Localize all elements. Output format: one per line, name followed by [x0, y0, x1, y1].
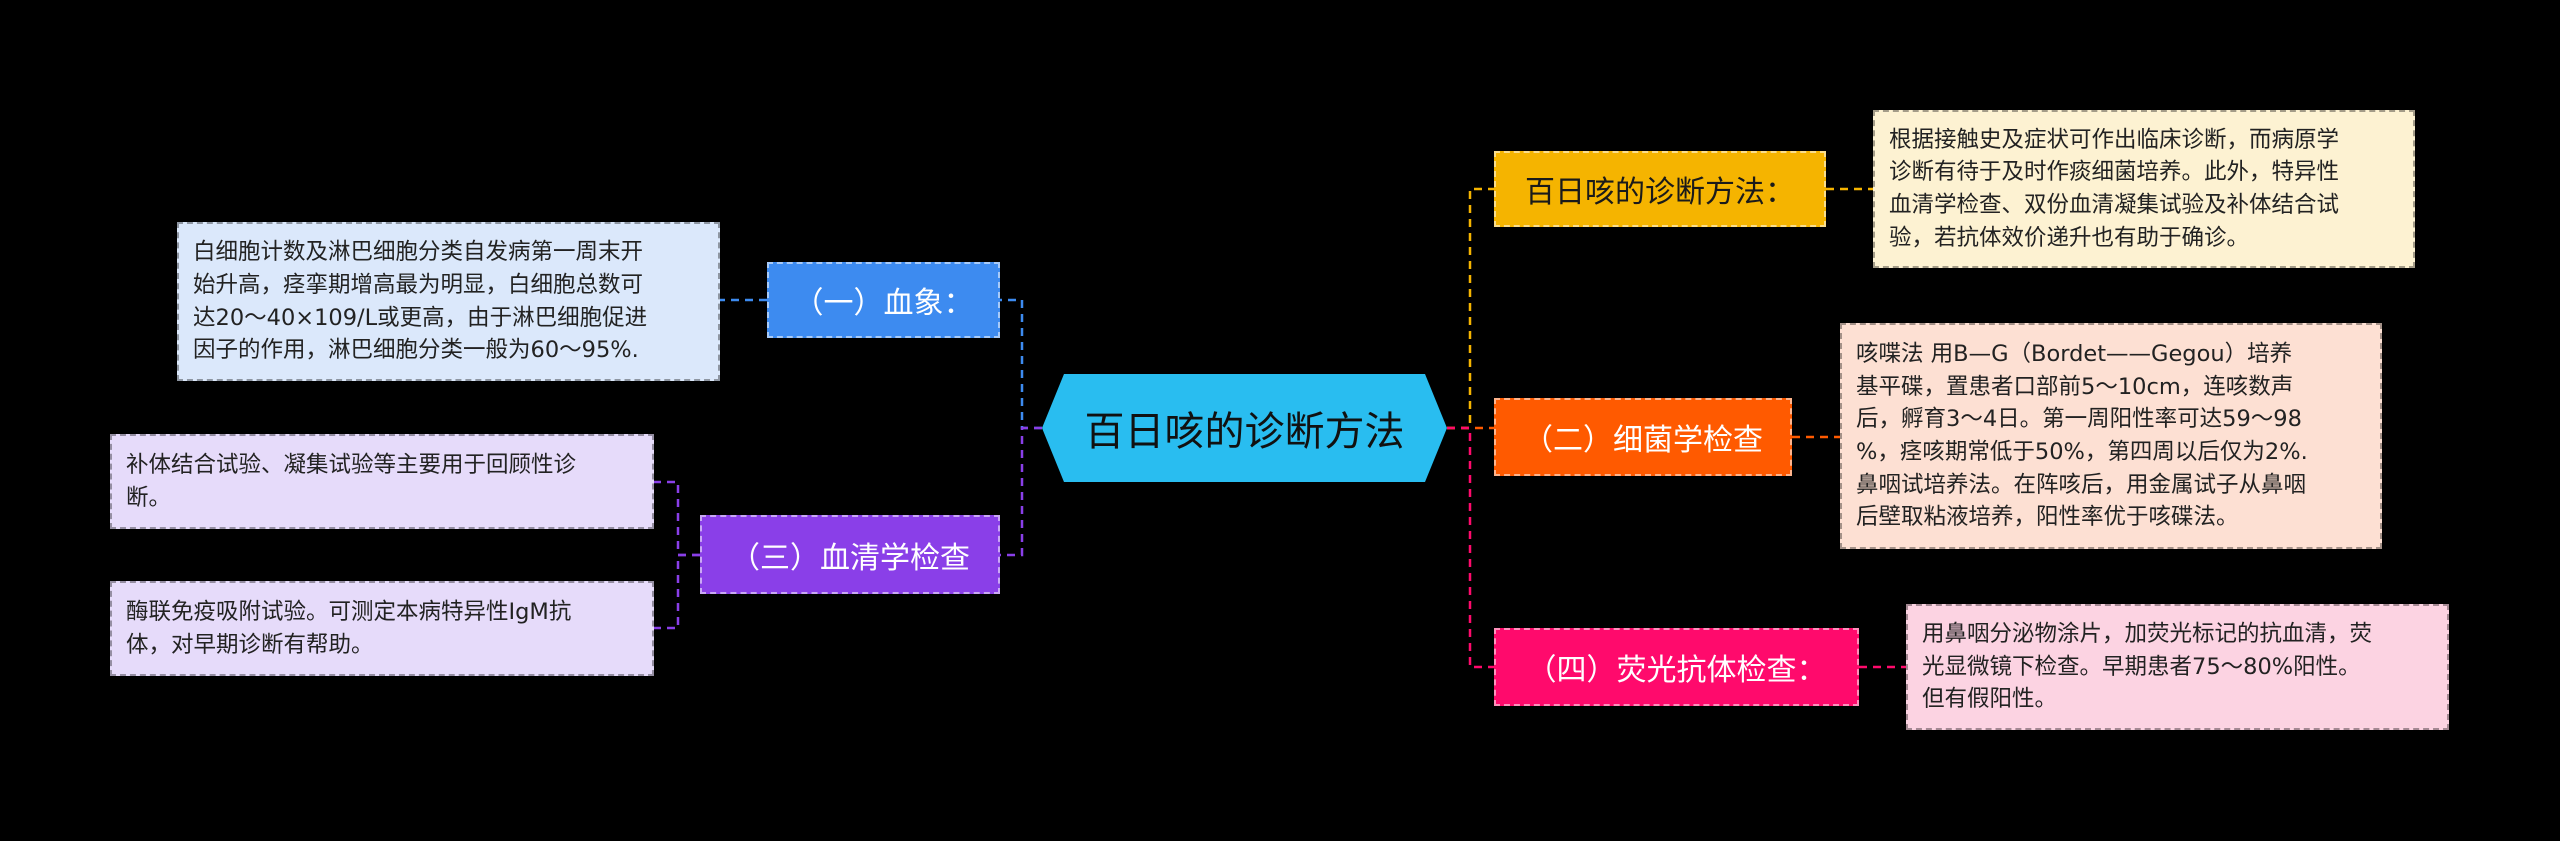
- connector-central-to-xiangxiang: [1000, 298, 1042, 430]
- text-line: 但有假阳性。: [1922, 686, 2058, 713]
- leaf-xiangxiang[interactable]: 白细胞计数及淋巴细胞分类自发病第一周末开 始升高，痉挛期增高最为明显，白细胞总数…: [177, 222, 720, 381]
- connector-xueqing-to-leaf-2: [654, 553, 700, 630]
- connector-central-to-xueqing: [1000, 426, 1042, 557]
- connector-central-to-yingguang: [1447, 426, 1494, 669]
- leaf-xiangxiang-text: 白细胞计数及淋巴细胞分类自发病第一周末开 始升高，痉挛期增高最为明显，白细胞总数…: [193, 236, 647, 367]
- connector-xueqing-to-leaf-1: [654, 480, 700, 557]
- branch-xijun-label: （二）细菌学检查: [1523, 423, 1763, 458]
- leaf-xueqing-2[interactable]: 酶联免疫吸附试验。可测定本病特异性IgM抗 体，对早期诊断有帮助。: [110, 581, 654, 676]
- branch-xueqing[interactable]: （三）血清学检查: [700, 515, 1000, 594]
- branch-fangfa-label: 百日咳的诊断方法：: [1525, 175, 1795, 210]
- leaf-fangfa-text: 根据接触史及症状可作出临床诊断，而病原学 诊断有待于及时作痰细菌培养。此外，特异…: [1889, 124, 2339, 255]
- branch-xiangxiang[interactable]: （一）血象：: [767, 262, 1000, 338]
- branch-yingguang-label: （四）荧光抗体检查：: [1526, 653, 1827, 688]
- branch-xiangxiang-label: （一）血象：: [793, 286, 974, 321]
- leaf-xueqing-2-text: 酶联免疫吸附试验。可测定本病特异性IgM抗 体，对早期诊断有帮助。: [126, 596, 571, 661]
- text-line: %，痉咳期常低于50%，第四周以后仅为2%.: [1856, 439, 2308, 465]
- text-line: 始升高，痉挛期增高最为明显，白细胞总数可: [193, 271, 644, 298]
- text-line: 基平碟，置患者口部前5～10cm，连咳数声: [1856, 373, 2294, 400]
- text-line: 根据接触史及症状可作出临床诊断，而病原学: [1889, 126, 2340, 153]
- text-line: 白细胞计数及淋巴细胞分类自发病第一周末开: [193, 239, 644, 266]
- text-line: 鼻咽试培养法。在阵咳后，用金属试子从鼻咽: [1856, 471, 2307, 498]
- leaf-fangfa[interactable]: 根据接触史及症状可作出临床诊断，而病原学 诊断有待于及时作痰细菌培养。此外，特异…: [1873, 110, 2415, 268]
- text-line: 后，孵育3～4日。第一周阳性率可达59～98: [1856, 406, 2302, 433]
- text-line: 用鼻咽分泌物涂片，加荧光标记的抗血清，荧: [1922, 621, 2373, 648]
- text-line: 体，对早期诊断有帮助。: [126, 631, 374, 658]
- central-topic[interactable]: 百日咳的诊断方法: [1042, 374, 1447, 482]
- central-hexagon-shape: [1042, 374, 1447, 482]
- text-line: 补体结合试验、凝集试验等主要用于回顾性诊: [126, 451, 577, 478]
- text-line: 诊断有待于及时作痰细菌培养。此外，特异性: [1889, 159, 2340, 186]
- central-topic-label: 百日咳的诊断方法: [1084, 409, 1405, 455]
- text-line: 血清学检查、双份血清凝集试验及补体结合试: [1889, 192, 2340, 218]
- leaf-yingguang[interactable]: 用鼻咽分泌物涂片，加荧光标记的抗血清，荧 光显微镜下检查。早期患者75～80%阳…: [1906, 604, 2449, 730]
- leaf-xijun[interactable]: 咳喋法 用B—G（Bordet——Gegou）培养 基平碟，置患者口部前5～10…: [1840, 323, 2382, 549]
- leaf-xijun-text: 咳喋法 用B—G（Bordet——Gegou）培养 基平碟，置患者口部前5～10…: [1856, 338, 2308, 534]
- text-line: 光显微镜下检查。早期患者75～80%阳性。: [1922, 653, 2361, 680]
- text-line: 达20～40×109/L或更高，由于淋巴细胞促进: [193, 304, 648, 331]
- text-line: 因子的作用，淋巴细胞分类一般为60～95%.: [193, 337, 639, 364]
- text-line: 断。: [126, 484, 172, 511]
- connector-central-to-fangfa: [1447, 187, 1494, 430]
- branch-fangfa[interactable]: 百日咳的诊断方法：: [1494, 151, 1826, 227]
- text-line: 后壁取粘液培养，阳性率优于咳碟法。: [1856, 504, 2239, 531]
- leaf-yingguang-text: 用鼻咽分泌物涂片，加荧光标记的抗血清，荧 光显微镜下检查。早期患者75～80%阳…: [1922, 618, 2372, 716]
- text-line: 酶联免疫吸附试验。可测定本病特异性IgM抗: [126, 598, 572, 625]
- text-line: 验，若抗体效价递升也有助于确诊。: [1889, 224, 2250, 251]
- leaf-xueqing-1[interactable]: 补体结合试验、凝集试验等主要用于回顾性诊 断。: [110, 434, 654, 529]
- branch-yingguang[interactable]: （四）荧光抗体检查：: [1494, 628, 1859, 706]
- branch-xueqing-label: （三）血清学检查: [730, 540, 970, 576]
- leaf-xueqing-1-text: 补体结合试验、凝集试验等主要用于回顾性诊 断。: [126, 449, 576, 514]
- text-line: 咳喋法 用B—G（Bordet——Gegou）培养: [1856, 341, 2293, 368]
- branch-xijun[interactable]: （二）细菌学检查: [1494, 398, 1792, 476]
